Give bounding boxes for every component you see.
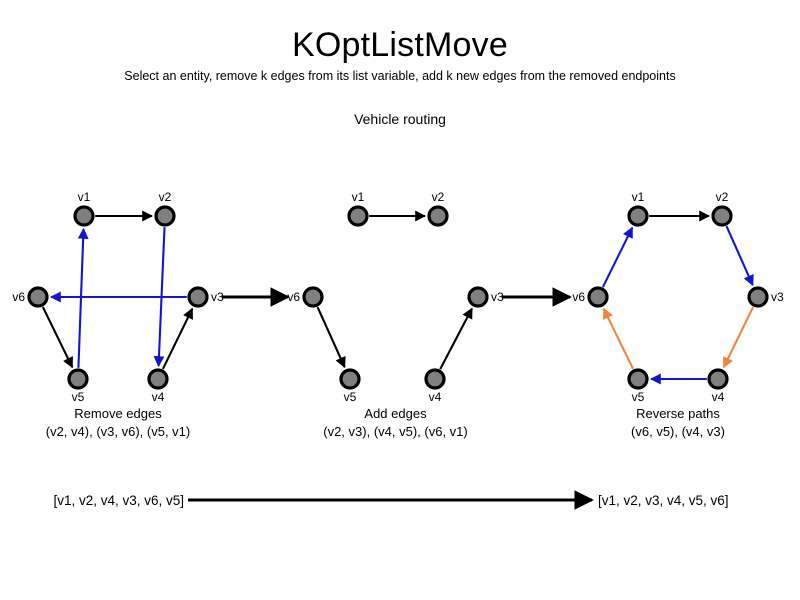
node-label-v2: v2 xyxy=(716,190,729,204)
node-label-v3: v3 xyxy=(491,290,504,304)
edge-v6-to-v5 xyxy=(41,306,74,369)
panel-reverse-caption-detail: (v6, v5), (v4, v3) xyxy=(631,424,725,439)
edge-v3-to-v4 xyxy=(722,306,755,369)
edge-v4-to-v3 xyxy=(439,307,473,370)
node-label-v3: v3 xyxy=(211,290,224,304)
page-title: KOptListMove xyxy=(292,26,508,64)
graph-node-v4[interactable] xyxy=(424,368,446,390)
node-label-v5: v5 xyxy=(632,390,645,404)
edge-v6-to-v5 xyxy=(316,306,346,369)
node-label-v5: v5 xyxy=(72,390,85,404)
node-label-v2: v2 xyxy=(159,190,172,204)
node-label-v4: v4 xyxy=(152,390,165,404)
nodes-layer: v1 v2 v3 v4 v5 v6 v1 v2 v3 v4 v5 v6 v1 v2 v3 v4 v5 v6 xyxy=(12,190,784,404)
node-label-v3: v3 xyxy=(771,290,784,304)
graph-node-v4[interactable] xyxy=(147,368,169,390)
section-label-vehicle-routing: Vehicle routing xyxy=(354,111,446,127)
graph-node-v3[interactable] xyxy=(747,286,769,308)
footer-list-before: [v1, v2, v4, v3, v6, v5] xyxy=(53,493,184,508)
captions-layer: Remove edges (v2, v4), (v3, v6), (v5, v1)… xyxy=(46,406,725,439)
panel-remove-caption-detail: (v2, v4), (v3, v6), (v5, v1) xyxy=(46,424,190,439)
panel-add-caption-title: Add edges xyxy=(364,406,427,421)
node-label-v4: v4 xyxy=(712,390,725,404)
node-label-v6: v6 xyxy=(572,290,585,304)
graph-node-v3[interactable] xyxy=(187,286,209,308)
graph-node-v2[interactable] xyxy=(711,205,733,227)
graph-node-v1[interactable] xyxy=(347,205,369,227)
panel-remove-caption-title: Remove edges xyxy=(74,406,162,421)
node-label-v6: v6 xyxy=(12,290,25,304)
graph-node-v6[interactable] xyxy=(302,286,324,308)
edges-layer xyxy=(41,210,755,385)
graph-node-v4[interactable] xyxy=(707,368,729,390)
edge-v5-to-v1 xyxy=(77,227,89,368)
graph-node-v2[interactable] xyxy=(427,205,449,227)
node-label-v6: v6 xyxy=(287,290,300,304)
graph-node-v5[interactable] xyxy=(67,368,89,390)
graph-node-v1[interactable] xyxy=(73,205,95,227)
page-subtitle: Select an entity, remove k edges from it… xyxy=(124,69,676,83)
graph-node-v2[interactable] xyxy=(154,205,176,227)
edge-v5-to-v6 xyxy=(602,307,635,370)
edge-v2-to-v3 xyxy=(725,225,754,287)
node-label-v2: v2 xyxy=(432,190,445,204)
graph-node-v5[interactable] xyxy=(339,368,361,390)
node-label-v1: v1 xyxy=(632,190,645,204)
graph-node-v6[interactable] xyxy=(27,286,49,308)
footer-list-after: [v1, v2, v3, v4, v5, v6] xyxy=(598,493,729,508)
footer-layer: [v1, v2, v4, v3, v6, v5] [v1, v2, v3, v4,… xyxy=(53,490,729,510)
graph-node-v3[interactable] xyxy=(467,286,489,308)
edge-v6-to-v1 xyxy=(602,226,634,288)
node-label-v4: v4 xyxy=(429,390,442,404)
node-label-v1: v1 xyxy=(352,190,365,204)
edge-v4-to-v3 xyxy=(161,307,194,370)
node-label-v5: v5 xyxy=(344,390,357,404)
graph-node-v6[interactable] xyxy=(587,286,609,308)
node-label-v1: v1 xyxy=(78,190,91,204)
graph-node-v5[interactable] xyxy=(627,368,649,390)
panel-reverse-caption-title: Reverse paths xyxy=(636,406,720,421)
graph-node-v1[interactable] xyxy=(627,205,649,227)
panel-add-caption-detail: (v2, v3), (v4, v5), (v6, v1) xyxy=(323,424,467,439)
